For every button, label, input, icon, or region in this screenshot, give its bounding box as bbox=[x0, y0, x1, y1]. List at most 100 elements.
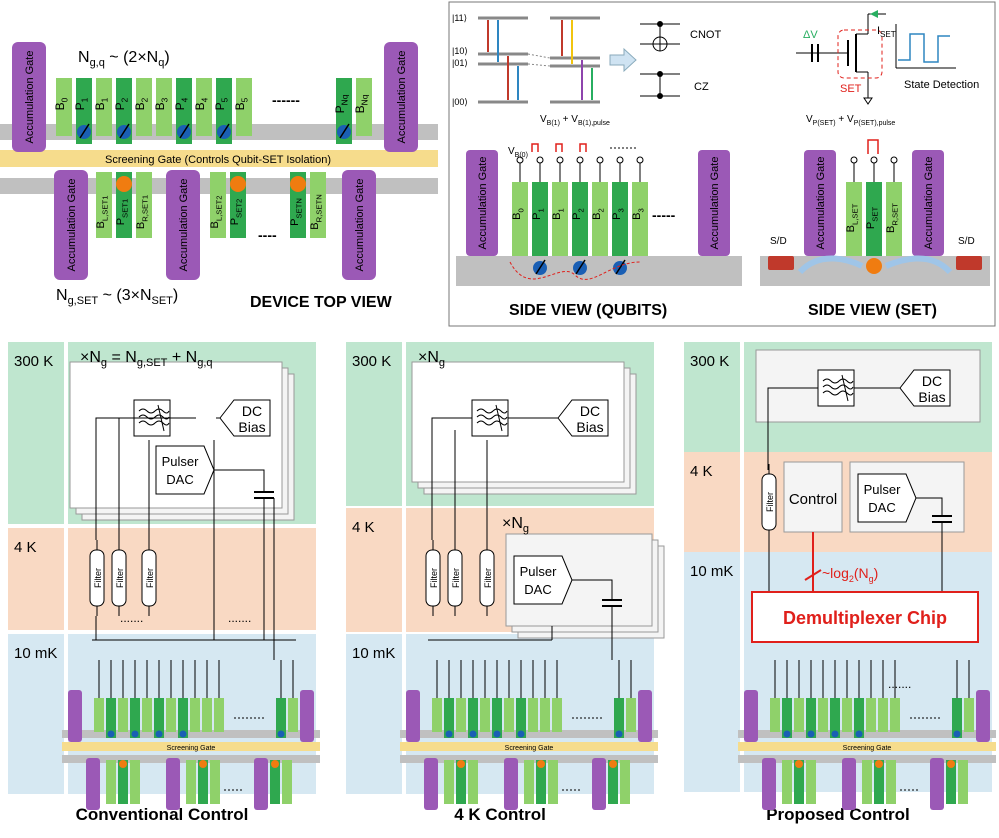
gate-label: P3 bbox=[611, 208, 625, 220]
gate-dots: ------ bbox=[272, 92, 300, 108]
gate-arrow-icon bbox=[609, 47, 637, 73]
acc-gate-top-left: Accumulation Gate bbox=[12, 42, 46, 152]
svg-text:Accumulation Gate: Accumulation Gate bbox=[396, 51, 408, 144]
set-gate-set_gates_2-1: PSET2 bbox=[229, 172, 246, 238]
state-detection-label: State Detection bbox=[904, 79, 979, 91]
side-view-frame bbox=[448, 1, 996, 327]
zone-1 bbox=[8, 528, 316, 630]
sv-gate-b2: B2 bbox=[591, 156, 608, 256]
level-01: |01⟩ bbox=[452, 58, 468, 68]
gate-label: BNq bbox=[353, 94, 370, 113]
screening-gate-bar bbox=[0, 150, 438, 167]
sd-right-label: S/D bbox=[958, 236, 975, 247]
set-highlight-box bbox=[837, 29, 883, 79]
acc-gate-bottom-right: Accumulation Gate bbox=[342, 170, 376, 280]
level-00: |00⟩ bbox=[452, 97, 468, 107]
qubit-gate-b1: B1 bbox=[93, 78, 112, 136]
filter-label: Filter bbox=[429, 568, 439, 588]
acc-gate-bottom-mid: Accumulation Gate bbox=[166, 170, 200, 280]
temp-label-2: 10 mK bbox=[14, 645, 57, 662]
qubit-gate-pnq: PNq bbox=[333, 78, 352, 144]
acc-gate-set-left: Accumulation Gate bbox=[804, 150, 836, 256]
panel-caption: Proposed Control bbox=[766, 805, 910, 824]
zone-divider bbox=[402, 342, 406, 794]
qubit-gate-bnq: BNq bbox=[353, 78, 372, 136]
pulse-train bbox=[531, 143, 587, 152]
sv-gate-b1: B1 bbox=[551, 156, 568, 256]
side-view-set: S/D S/D Accumulation Gate Accumulation G… bbox=[760, 114, 990, 319]
svg-text:Accumulation Gate: Accumulation Gate bbox=[24, 51, 36, 144]
qubit-gate-b2: B2 bbox=[133, 78, 152, 136]
qubit-gate-p5: P5 bbox=[213, 78, 232, 144]
gate-label: P1 bbox=[73, 97, 90, 110]
cnot-gate-symbol: CNOT bbox=[640, 21, 721, 52]
mini-screening-label: Screening Gate bbox=[167, 745, 216, 752]
bias-label: Bias bbox=[576, 419, 603, 435]
gate-label: PSET2 bbox=[229, 199, 243, 226]
gate-label: B1 bbox=[551, 208, 565, 220]
qubit-gate-p1: P1 bbox=[73, 78, 92, 144]
temp-label-2: 10 mK bbox=[690, 563, 733, 580]
gate-label: BR,SET1 bbox=[135, 195, 149, 229]
gate-label: B0 bbox=[511, 208, 525, 220]
control-label: Control bbox=[789, 491, 837, 508]
acc-gate-top-right: Accumulation Gate bbox=[384, 42, 418, 152]
gate-label: B2 bbox=[591, 208, 605, 220]
gate-label: P4 bbox=[173, 97, 190, 110]
gate-label: B3 bbox=[631, 208, 645, 220]
qubit-gate-b0: B0 bbox=[53, 78, 72, 136]
dc-label: DC bbox=[242, 403, 262, 419]
set-dot bbox=[866, 258, 882, 274]
gate-label: BL,SET bbox=[845, 203, 859, 232]
set-gate-set_gates_n-1: BR,SETN bbox=[309, 172, 326, 238]
gate-label: P2 bbox=[113, 97, 130, 110]
detection-trace bbox=[898, 33, 950, 63]
gate-label: B0 bbox=[53, 97, 70, 110]
qubit-gate-b4: B4 bbox=[193, 78, 212, 136]
acc-gate-sv-left: Accumulation Gate bbox=[466, 150, 498, 256]
mini-screening-label: Screening Gate bbox=[505, 745, 554, 752]
sv-gate-p2: P2 bbox=[571, 156, 588, 275]
set-gate-set_gates_n-0: PSETN bbox=[289, 172, 306, 238]
bias-label: Bias bbox=[918, 389, 945, 405]
temp-label-1: 4 K bbox=[690, 463, 713, 480]
gate-label: B4 bbox=[193, 97, 210, 110]
svg-text:Accumulation Gate: Accumulation Gate bbox=[477, 157, 489, 250]
gate-label: B3 bbox=[153, 97, 170, 110]
qubit-gate-p2: P2 bbox=[113, 78, 132, 144]
svg-text:.......: ....... bbox=[120, 611, 143, 625]
svg-text:.......: ....... bbox=[228, 611, 251, 625]
svg-text:Accumulation Gate: Accumulation Gate bbox=[66, 179, 78, 272]
bias-label: Bias bbox=[238, 419, 265, 435]
level-10: |10⟩ bbox=[452, 46, 468, 56]
gate-label: BL,SET2 bbox=[209, 196, 223, 229]
dac-label: DAC bbox=[868, 500, 895, 515]
control-box bbox=[783, 461, 843, 533]
demux-chip bbox=[751, 591, 979, 643]
gate-label: P5 bbox=[213, 97, 230, 110]
panel-header: ×Ng bbox=[418, 349, 445, 369]
gate-label: B5 bbox=[233, 97, 250, 110]
dc-label: DC bbox=[922, 373, 942, 389]
qubit-gate-p4: P4 bbox=[173, 78, 192, 144]
side-view-qubits: Accumulation Gate Accumulation Gate B0P1… bbox=[456, 114, 742, 319]
acc-gate-sv-right: Accumulation Gate bbox=[698, 150, 730, 256]
svset-gate-2: BR,SET bbox=[885, 156, 902, 256]
filter-label: Filter bbox=[451, 568, 461, 588]
sv-gate-b3: B3 bbox=[631, 156, 648, 256]
qubit-gate-b5: B5 bbox=[233, 78, 252, 136]
gate-label: PNq bbox=[333, 94, 350, 113]
dc-label: DC bbox=[580, 403, 600, 419]
sd-left bbox=[768, 256, 794, 270]
set-dots: ---- bbox=[258, 227, 277, 243]
sv-gate-b0: B0 bbox=[511, 156, 528, 256]
pulser-label: Pulser bbox=[520, 564, 558, 579]
side-view-set-title: SIDE VIEW (SET) bbox=[808, 302, 937, 319]
cz-gate-symbol: CZ bbox=[640, 71, 709, 99]
energy-level-diagram: |11⟩ |10⟩ |01⟩ |00⟩ bbox=[452, 13, 600, 107]
set-circuit: ΔV SET ISET State Detection bbox=[796, 10, 979, 105]
